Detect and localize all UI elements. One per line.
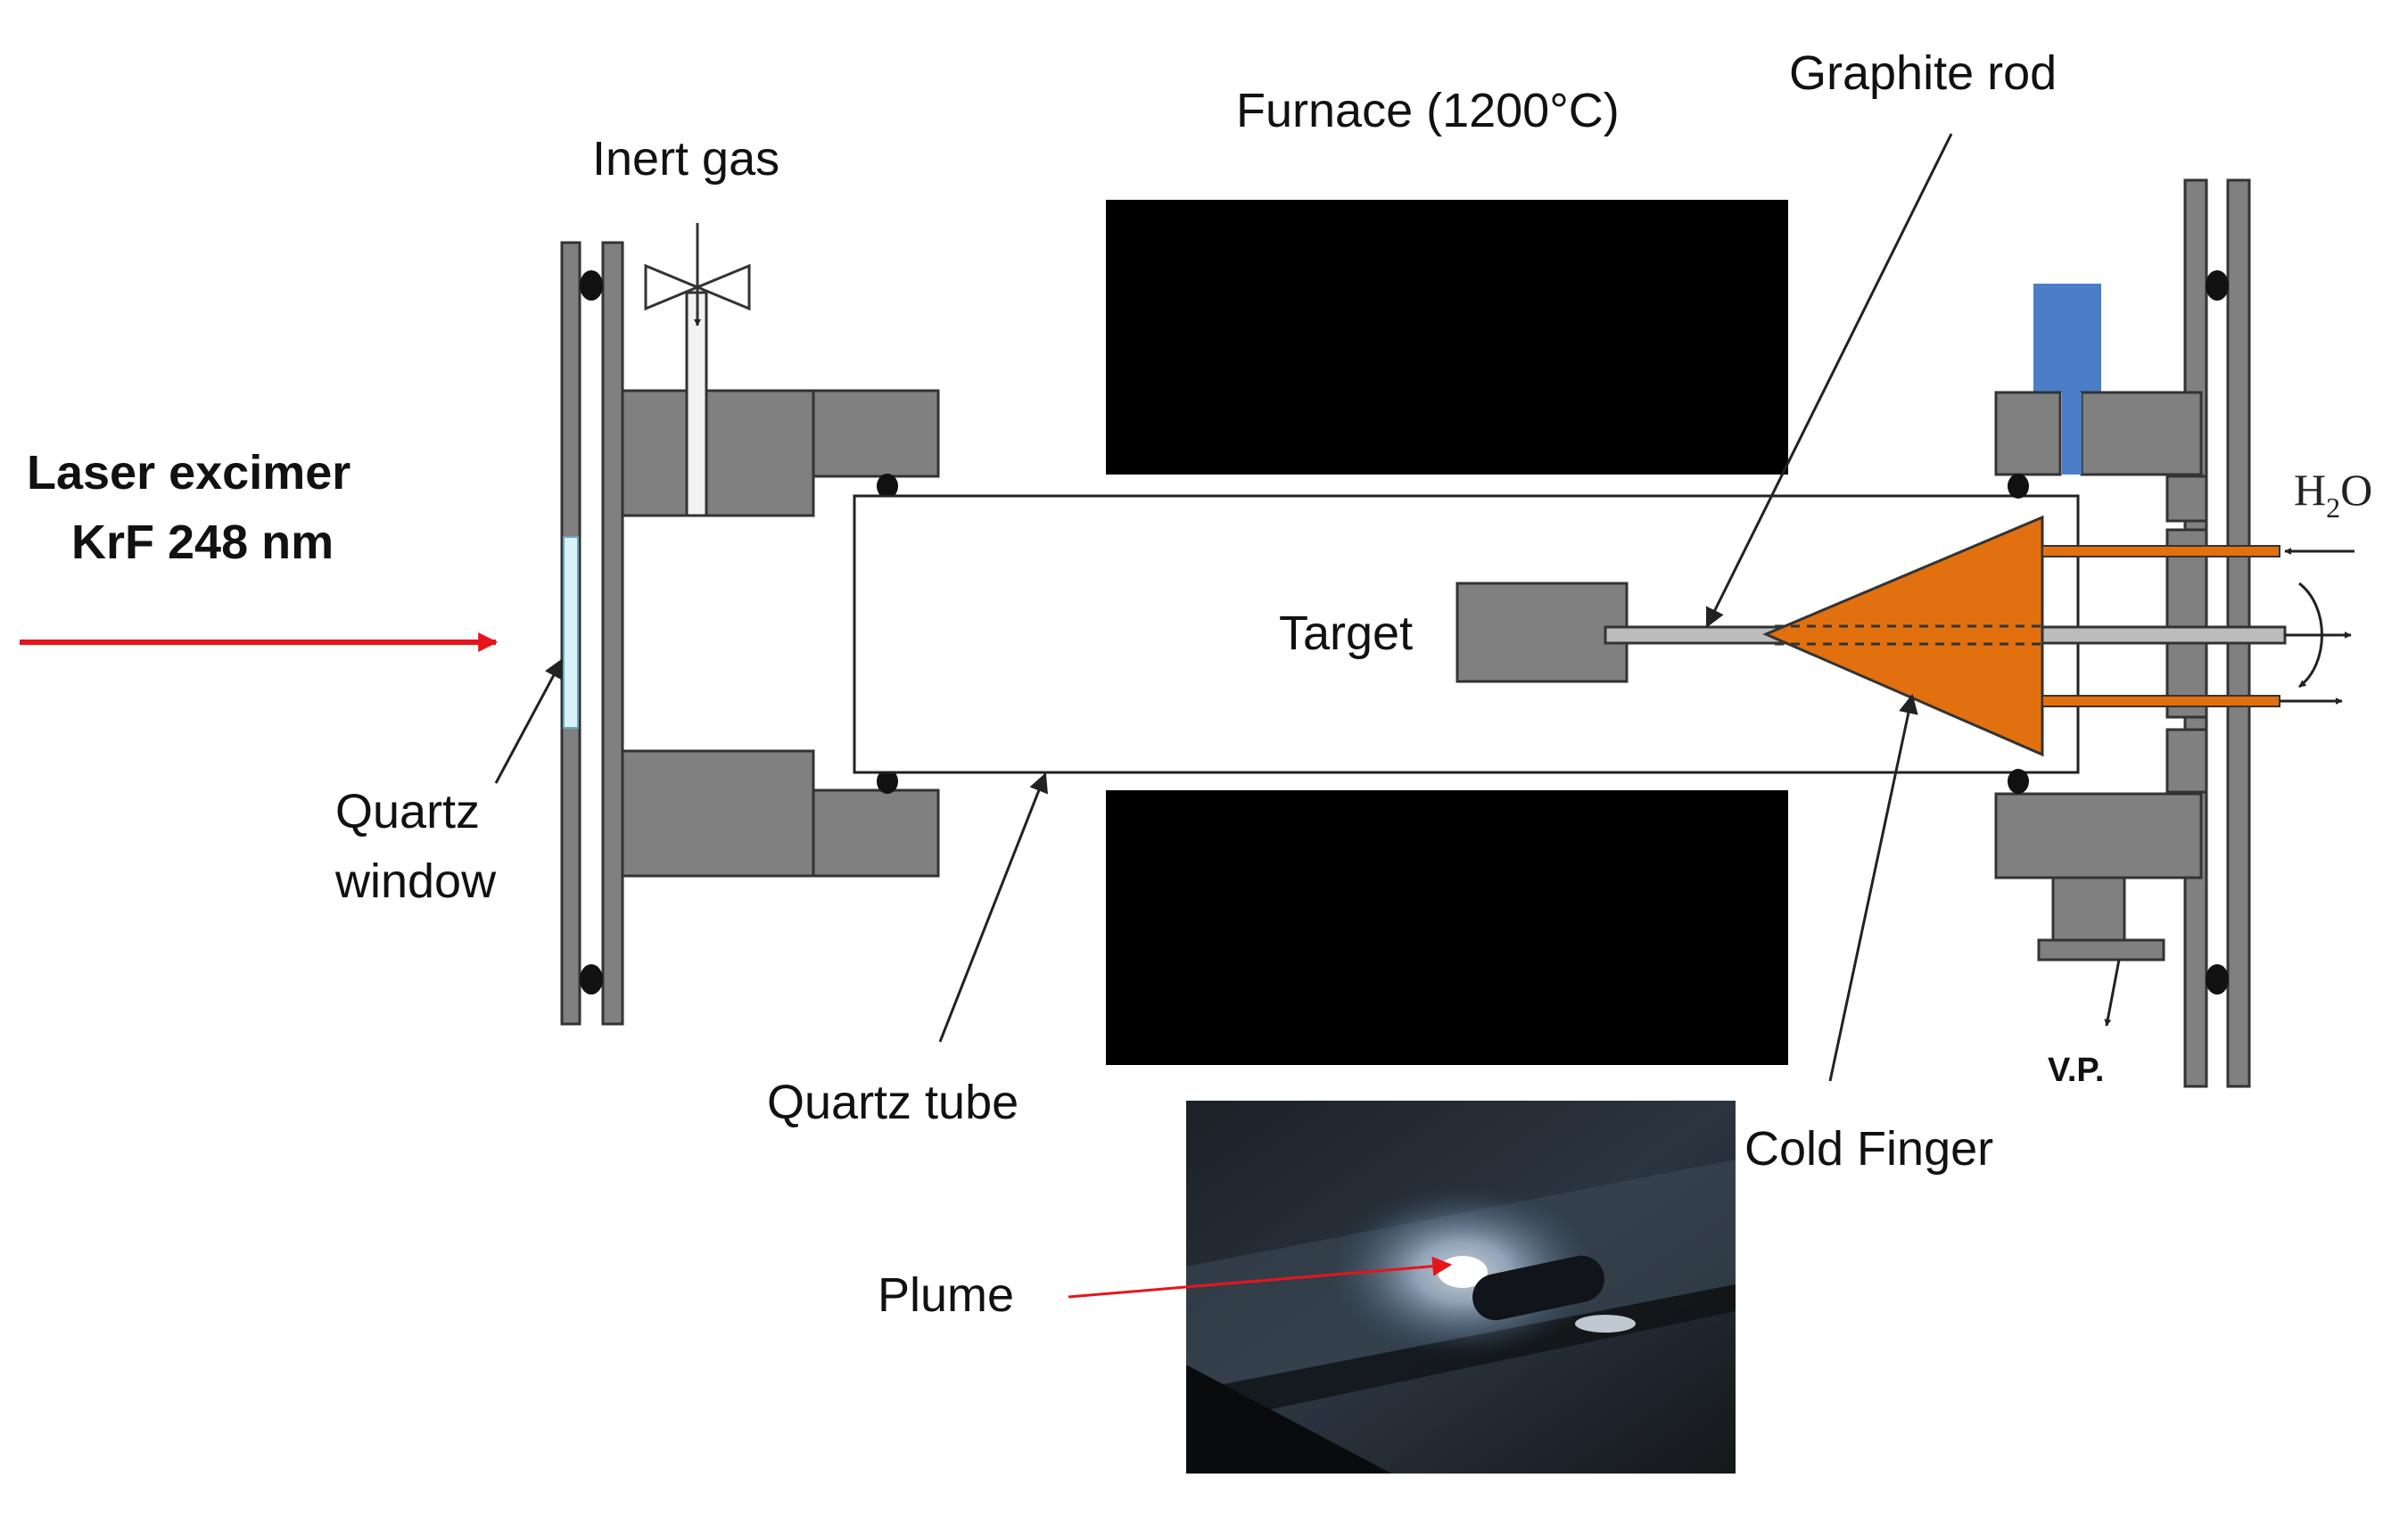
quartz-tube-label: Quartz tube [767,1076,1018,1129]
laser-label-line1: Laser excimer [27,446,350,499]
water-pipe-in [2041,545,2280,557]
plume-photo [1186,1101,1736,1474]
o-ring [2008,769,2029,794]
flange-right-lower-left [1994,792,2203,879]
furnace-lower-block [1106,790,1788,1065]
o-ring [877,474,898,499]
flange-lower-left [621,749,815,878]
window-plate-inner [601,241,624,1026]
gas-valve-icon [644,223,751,326]
furnace-upper-block [1106,200,1788,475]
water-pipe-out [2041,695,2280,707]
target-label: Target [1279,607,1413,660]
h2o-label: H2O [2294,465,2372,524]
quartz-window-label-line1: Quartz [335,785,480,838]
o-ring [2008,474,2029,499]
gas-valve-block [2033,284,2101,392]
o-ring [2206,270,2229,301]
h2o-subscript: 2 [2326,491,2340,524]
blue-stem [2062,392,2082,475]
vp-label: V.P. [2048,1052,2104,1089]
vp-pointer [2104,959,2121,1027]
graphite-rod-label: Graphite rod [1789,46,2057,100]
quartz-window [563,536,579,729]
vacuum-port-stem [2051,876,2126,942]
o-ring [580,964,603,995]
h2o-end: O [2340,465,2372,515]
flange-right-upper-right [2080,391,2203,476]
flange-upper-right [812,389,940,478]
flange-right-lower-step [2165,728,2208,794]
rotation-arrow-icon [2298,582,2323,689]
quartz-tube-pointer [938,772,1048,1043]
graphite-rod-pointer [1705,133,1953,628]
laser-label-line2: KrF 248 nm [71,516,334,569]
plume-pointer [1068,1256,1453,1299]
flange-right-upper-left [1994,391,2062,476]
cold-finger-pointer [1828,693,1918,1082]
quartz-window-label-line2: window [334,854,497,908]
inert-gas-label: Inert gas [592,132,779,186]
flange-upper-left [621,389,815,517]
furnace-label: Furnace (1200°C) [1236,84,1620,137]
cold-finger-feedthrough [2165,528,2208,719]
target-block [1456,582,1629,683]
cold-finger-label: Cold Finger [1744,1122,1993,1176]
o-ring [580,270,603,301]
plume-label: Plume [878,1268,1014,1322]
flange-right-upper-step [2165,475,2208,523]
gas-inlet-tube [685,291,708,517]
vacuum-port-flange [2037,938,2165,962]
quartz-window-pointer [494,658,564,784]
flange-lower-right [812,788,940,878]
o-ring [2206,964,2229,995]
h2o-main: H [2294,465,2326,515]
o-ring [877,769,898,794]
